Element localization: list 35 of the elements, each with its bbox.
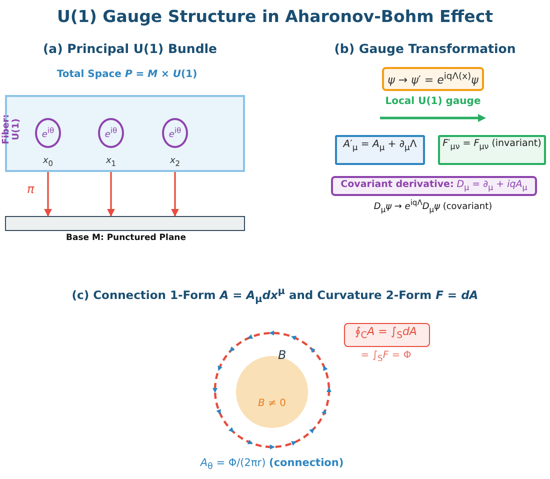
arrow xyxy=(171,172,179,217)
formula: e$^{iθ}$ xyxy=(168,127,182,140)
diagram-title: U(1) Gauge Structure in Aharonov-Bohm Effect xyxy=(56,8,494,27)
formula: ∮$_{C}$A = ∫$_{S}$dA xyxy=(354,326,418,342)
section-heading: (a) Principal U(1) Bundle xyxy=(42,42,218,56)
fiber-circle xyxy=(35,118,61,148)
formula: B ≠ 0 xyxy=(257,398,287,410)
formula-box xyxy=(438,135,546,165)
section-heading: (b) Gauge Transformation xyxy=(333,42,517,56)
point-label: x$_{1}$ xyxy=(104,156,118,168)
edge-label: π xyxy=(27,183,34,197)
formula: D$_{μ}$ψ → e$^{iqΛ}$D$_{μ}$ψ (covariant) xyxy=(372,199,494,214)
field-label: B xyxy=(278,349,286,363)
formula-box xyxy=(335,135,425,165)
formula-box xyxy=(331,176,537,196)
formula: ψ → ψ′ = e$^{iqΛ(x)}$ψ xyxy=(386,72,480,88)
formula: A$_{θ}$ = Φ/(2πr) (connection) xyxy=(199,457,345,472)
formula: e$^{iθ}$ xyxy=(40,127,56,140)
fiber-circle xyxy=(162,118,188,148)
axis-label: Fiber: U(1) xyxy=(2,113,22,146)
section-heading: Total Space P = M × U(1) xyxy=(56,69,198,80)
arrow xyxy=(107,172,115,217)
formula: e$^{iθ}$ xyxy=(104,127,118,140)
arrow-label: Local U(1) gauge xyxy=(384,96,482,108)
point-label: x$_{2}$ xyxy=(168,156,182,168)
formula: F′$_{μν}$ = F$_{μν}$ (invariant) xyxy=(442,139,542,151)
formula: Covariant derivative: D$_{μ}$ = ∂$_{μ}$ + iqA$_{μ}$ xyxy=(340,180,528,192)
formula: = ∫$_{S}$F = Φ xyxy=(360,350,412,364)
point-label: x$_{0}$ xyxy=(42,156,54,168)
formula-box xyxy=(382,67,484,91)
section-heading: (c) Connection 1-Form A = A$_{μ}$dx$^{μ}$ and Curvature 2-Form F = dA xyxy=(70,286,480,306)
arrow xyxy=(44,172,52,217)
formula: A′$_{μ}$ = A$_{μ}$ + ∂$_{μ}$Λ xyxy=(342,139,418,153)
part-label: Base M: Punctured Plane xyxy=(65,234,187,244)
fiber-circle xyxy=(98,118,124,148)
